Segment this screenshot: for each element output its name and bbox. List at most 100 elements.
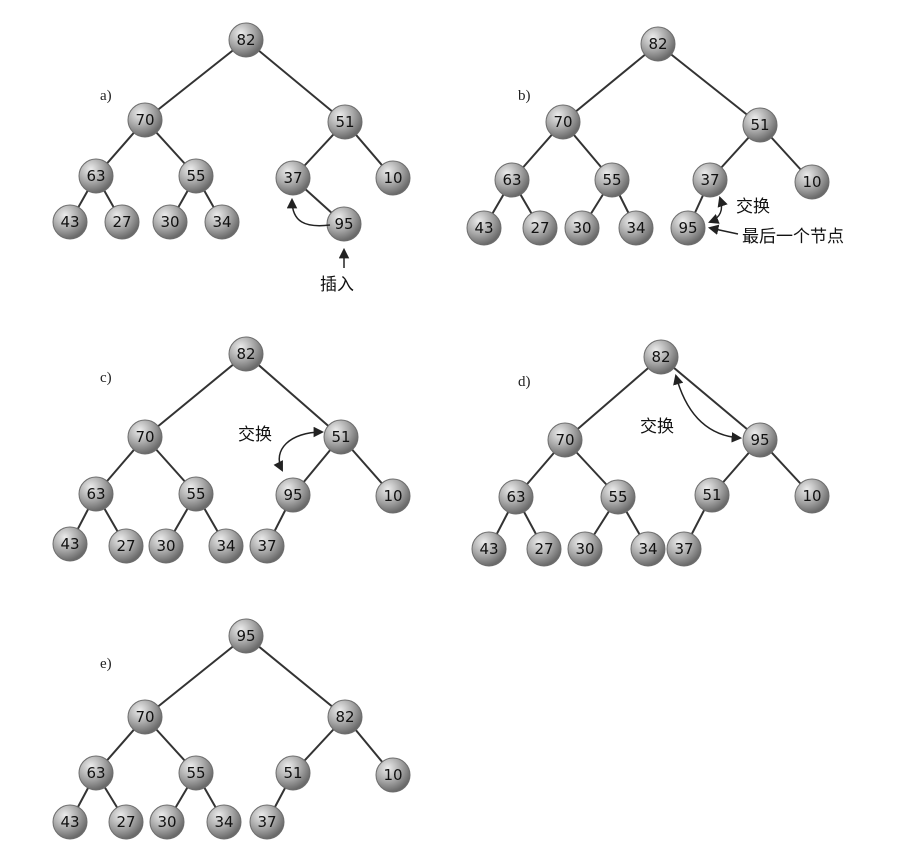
tree-edge <box>144 353 247 438</box>
heap-node-value: 63 <box>86 764 105 782</box>
heap-node-ball <box>327 699 363 735</box>
heap-node: 34 <box>208 528 244 564</box>
heap-node: 37 <box>249 804 285 840</box>
heap-node-ball <box>742 422 778 458</box>
heap-node-value: 37 <box>257 537 276 555</box>
heap-node: 63 <box>78 158 114 194</box>
heap-node-value: 95 <box>283 486 302 504</box>
heap-node: 55 <box>178 476 214 512</box>
tree-edge <box>245 635 346 718</box>
heap-node: 43 <box>52 804 88 840</box>
heap-node: 43 <box>471 531 507 567</box>
heap-node: 51 <box>742 107 778 143</box>
heap-node: 95 <box>326 206 362 242</box>
heap-node-value: 82 <box>236 345 255 363</box>
swap-label-b: 交换 <box>736 197 770 217</box>
heap-node-value: 30 <box>575 540 594 558</box>
heap-node-value: 10 <box>383 487 402 505</box>
heap-node-ball <box>564 210 600 246</box>
heap-node-value: 51 <box>331 428 350 446</box>
heap-node-value: 27 <box>112 213 131 231</box>
heap-node: 51 <box>323 419 359 455</box>
swap-label-c: 交换 <box>238 425 272 445</box>
heap-node-ball <box>643 339 679 375</box>
heap-node-value: 63 <box>86 485 105 503</box>
panel-a-label: a) <box>100 88 112 104</box>
heap-node-value: 55 <box>186 485 205 503</box>
heap-node-ball <box>640 26 676 62</box>
heap-node: 95 <box>670 210 706 246</box>
heap-node: 27 <box>104 204 140 240</box>
heap-node-ball <box>471 531 507 567</box>
heap-node-ball <box>275 477 311 513</box>
heap-node-ball <box>466 210 502 246</box>
heap-node: 55 <box>600 479 636 515</box>
tree-edge <box>245 353 342 438</box>
heap-node: 34 <box>618 210 654 246</box>
heap-node-ball <box>78 755 114 791</box>
heap-node-ball <box>52 204 88 240</box>
tree-edge <box>564 356 662 441</box>
heap-node-value: 55 <box>602 171 621 189</box>
heap-node-ball <box>78 158 114 194</box>
heap-node: 70 <box>127 102 163 138</box>
heap-node-ball <box>178 158 214 194</box>
heap-node-ball <box>327 104 363 140</box>
heap-node-ball <box>228 618 264 654</box>
heap-node-value: 43 <box>474 219 493 237</box>
heap-node-ball <box>148 528 184 564</box>
heap-node: 37 <box>666 531 702 567</box>
heap-node-value: 63 <box>506 488 525 506</box>
heap-node-value: 43 <box>60 535 79 553</box>
heap-node-ball <box>694 477 730 513</box>
heap-node-ball <box>794 164 830 200</box>
heap-node-ball <box>742 107 778 143</box>
heap-node-value: 95 <box>236 627 255 645</box>
tree-edge <box>657 43 761 126</box>
heap-node-ball <box>670 210 706 246</box>
heap-node-ball <box>326 206 362 242</box>
insert-arrow <box>286 197 331 227</box>
heap-node: 63 <box>78 476 114 512</box>
swap-arrow-d <box>673 373 743 443</box>
heap-node-ball <box>78 476 114 512</box>
heap-node: 30 <box>567 531 603 567</box>
heap-node: 27 <box>108 804 144 840</box>
heap-node: 82 <box>327 699 363 735</box>
heap-node-value: 10 <box>383 169 402 187</box>
heap-node: 10 <box>375 160 411 196</box>
heap-node-value: 34 <box>212 213 231 231</box>
heap-node-value: 30 <box>572 219 591 237</box>
heap-node-ball <box>52 804 88 840</box>
heap-node: 43 <box>52 204 88 240</box>
heap-node-value: 10 <box>802 487 821 505</box>
heap-node: 70 <box>545 104 581 140</box>
heap-node-ball <box>152 204 188 240</box>
heap-node-value: 34 <box>638 540 657 558</box>
panel-e-label: e) <box>100 656 112 672</box>
heap-node: 51 <box>327 104 363 140</box>
heap-node-value: 63 <box>86 167 105 185</box>
heap-node-value: 10 <box>383 766 402 784</box>
heap-node-ball <box>498 479 534 515</box>
heap-node: 51 <box>275 755 311 791</box>
heap-node: 10 <box>794 164 830 200</box>
heap-node: 82 <box>228 336 264 372</box>
heap-node-value: 95 <box>750 431 769 449</box>
heap-node: 55 <box>594 162 630 198</box>
heap-node-value: 27 <box>116 813 135 831</box>
heap-node-ball <box>127 419 163 455</box>
heap-node-ball <box>630 531 666 567</box>
heap-node: 70 <box>547 422 583 458</box>
heap-node: 30 <box>152 204 188 240</box>
heap-node: 27 <box>526 531 562 567</box>
tree-edge <box>245 39 346 123</box>
tree-edge <box>660 356 761 441</box>
heap-node-value: 82 <box>236 31 255 49</box>
heap-node-value: 34 <box>626 219 645 237</box>
heap-node: 27 <box>108 528 144 564</box>
heap-node-value: 27 <box>534 540 553 558</box>
